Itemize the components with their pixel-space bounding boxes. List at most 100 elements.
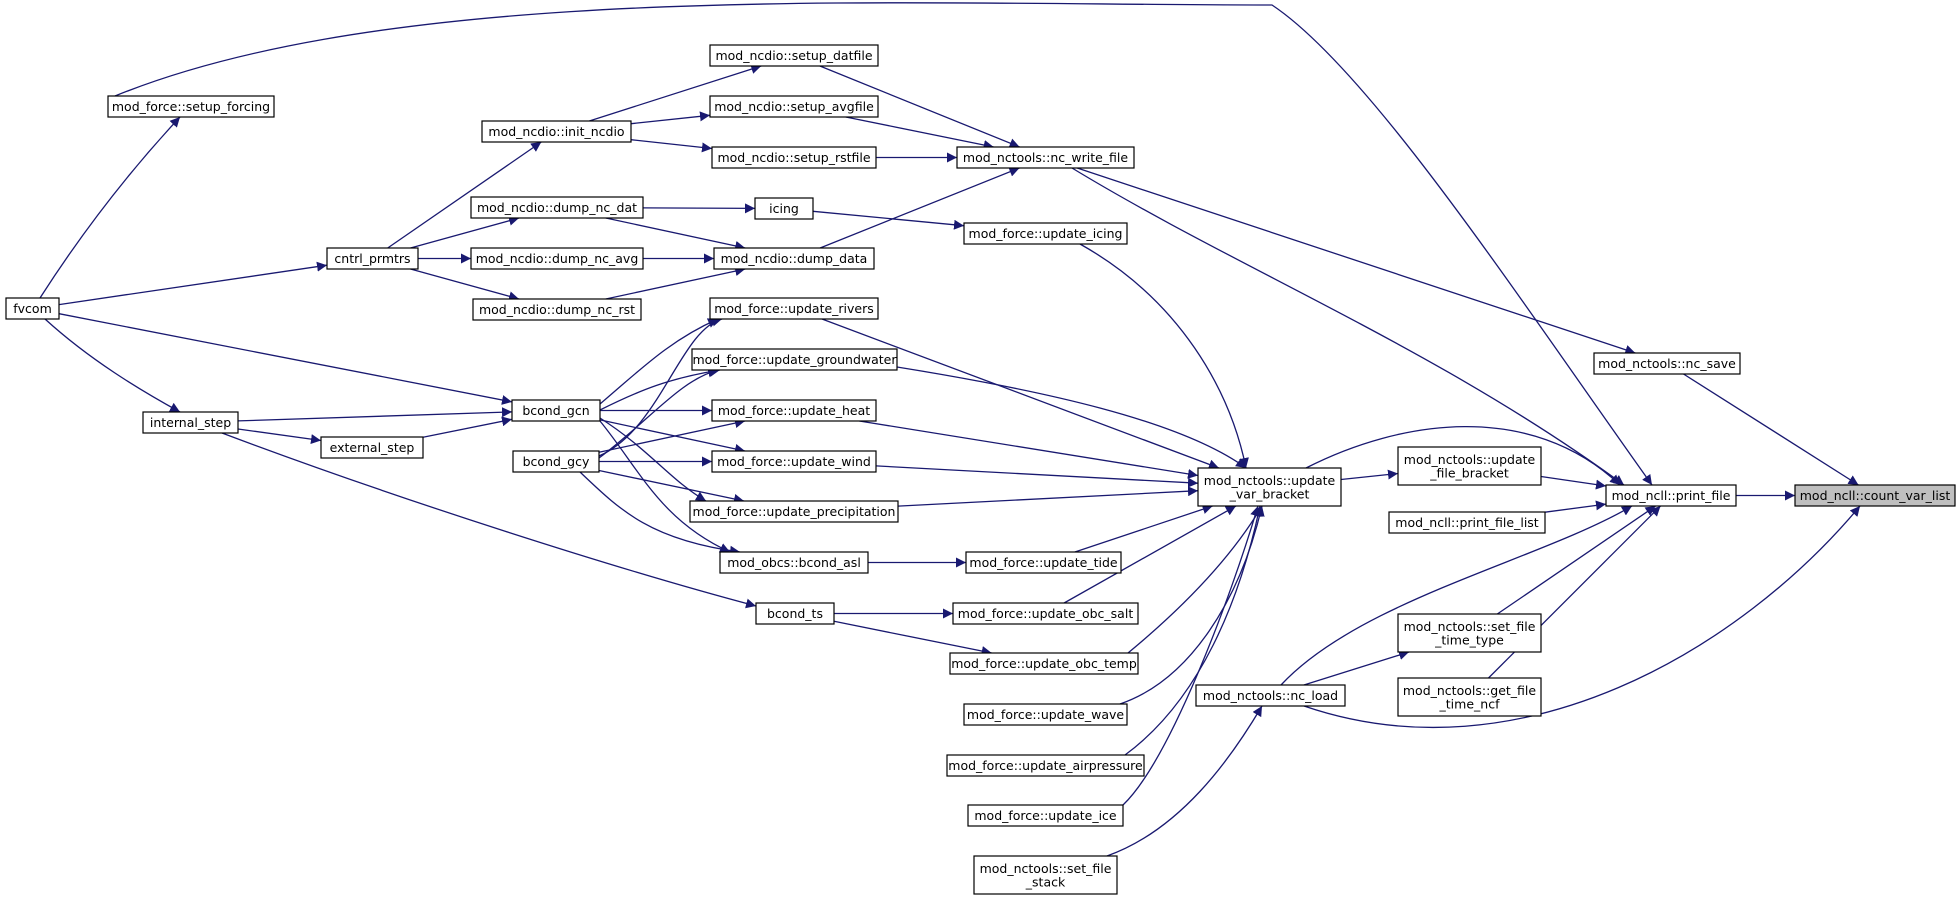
edge-nc_load-to-set_file_time_type — [1303, 650, 1410, 686]
node-nc-save[interactable]: mod_nctools::nc_save — [1593, 352, 1741, 375]
node-label: fvcom — [13, 301, 52, 316]
node-bcond-gcn[interactable]: bcond_gcn — [511, 399, 601, 422]
edge-update_wind-to-update_var_bracket — [875, 465, 1199, 488]
edge-bcond_gcn-to-update_rivers — [599, 318, 719, 405]
node-label: internal_step — [150, 415, 231, 430]
edge-update_var_bracket-to-update_file_bracket — [1340, 469, 1399, 481]
node-update-ice[interactable]: mod_force::update_ice — [967, 804, 1124, 827]
edge-bcond_gcy-to-update_precipitation — [598, 469, 745, 504]
node-label: mod_nctools::nc_load — [1203, 688, 1338, 703]
node-bcond-ts[interactable]: bcond_ts — [755, 602, 835, 625]
node-print-file[interactable]: mod_ncll::print_file — [1605, 484, 1737, 507]
node-update-airpressure[interactable]: mod_force::update_airpressure — [946, 754, 1145, 777]
edge-set_file_stack-to-nc_load — [1106, 705, 1263, 857]
node-cntrl-prmtrs[interactable]: cntrl_prmtrs — [326, 247, 419, 270]
node-bcond-gcy[interactable]: bcond_gcy — [512, 450, 600, 473]
node-update-var-bracket[interactable]: mod_nctools::update_var_bracket — [1197, 467, 1342, 507]
node-label: mod_obcs::bcond_asl — [727, 555, 861, 570]
edge-internal_step-to-bcond_ts — [221, 432, 757, 609]
node-dump-nc-avg[interactable]: mod_ncdio::dump_nc_avg — [470, 247, 644, 270]
edge-dump_data-to-nc_write_file — [819, 167, 1020, 249]
edge-set_file_time_type-to-print_file — [1496, 505, 1656, 615]
node-nc-load[interactable]: mod_nctools::nc_load — [1195, 684, 1346, 707]
edge-icing-to-update_icing — [812, 210, 965, 230]
node-setup-avgfile[interactable]: mod_ncdio::setup_avgfile — [709, 95, 879, 118]
node-update-heat[interactable]: mod_force::update_heat — [711, 399, 877, 422]
node-update-icing[interactable]: mod_force::update_icing — [963, 222, 1128, 245]
node-icing[interactable]: icing — [754, 197, 814, 220]
edge-update_tide-to-update_var_bracket — [1074, 504, 1213, 553]
node-set-file-time-type[interactable]: mod_nctools::set_file_time_type — [1397, 613, 1542, 653]
node-update-tide[interactable]: mod_force::update_tide — [965, 551, 1122, 574]
node-setup-rstfile[interactable]: mod_ncdio::setup_rstfile — [711, 146, 877, 169]
edge-internal_step-to-bcond_gcn — [237, 407, 513, 422]
edge-init_ncdio-to-setup_datfile — [589, 64, 762, 122]
edge-dump_nc_dat-to-icing — [642, 203, 756, 214]
node-update-precipitation[interactable]: mod_force::update_precipitation — [689, 500, 899, 523]
node-external-step[interactable]: external_step — [320, 436, 424, 459]
node-label: _time_ncf — [1439, 696, 1501, 711]
edge-nc_write_file-to-nc_save — [1076, 167, 1636, 355]
node-label: mod_ncll::print_file_list — [1395, 515, 1539, 530]
node-update-rivers[interactable]: mod_force::update_rivers — [709, 297, 879, 320]
node-init-ncdio[interactable]: mod_ncdio::init_ncdio — [481, 120, 632, 143]
node-update-obc-salt[interactable]: mod_force::update_obc_salt — [952, 602, 1139, 625]
node-label: mod_ncdio::dump_data — [721, 251, 868, 266]
edge-cntrl_prmtrs-to-dump_nc_dat — [410, 215, 520, 249]
edge-external_step-to-bcond_gcn — [422, 416, 513, 438]
node-label: bcond_gcy — [523, 454, 590, 469]
node-fvcom[interactable]: fvcom — [5, 297, 60, 320]
node-label: mod_force::update_icing — [969, 226, 1123, 241]
node-label: mod_force::update_obc_salt — [958, 606, 1134, 621]
node-count-var-list: mod_ncll::count_var_list — [1794, 484, 1956, 507]
edge-cntrl_prmtrs-to-dump_nc_rst — [410, 268, 520, 302]
edge-bcond_gcy-to-update_groundwater — [598, 367, 719, 459]
node-dump-nc-dat[interactable]: mod_ncdio::dump_nc_dat — [470, 196, 644, 219]
node-update-file-bracket[interactable]: mod_nctools::update_file_bracket — [1397, 446, 1542, 486]
edge-fvcom-to-setup_forcing — [39, 116, 181, 299]
edge-bcond_gcn-to-update_groundwater — [599, 366, 721, 411]
node-label: mod_nctools::update — [1204, 473, 1336, 488]
node-label: mod_ncdio::dump_nc_rst — [479, 302, 635, 317]
edge-init_ncdio-to-setup_rstfile — [630, 139, 713, 153]
edge-update_groundwater-to-update_var_bracket — [896, 366, 1247, 469]
node-dump-nc-rst[interactable]: mod_ncdio::dump_nc_rst — [472, 298, 642, 321]
node-setup-forcing[interactable]: mod_force::setup_forcing — [107, 95, 275, 118]
node-label: bcond_ts — [767, 606, 823, 621]
node-update-groundwater[interactable]: mod_force::update_groundwater — [691, 348, 898, 371]
edge-setup_datfile-to-nc_write_file — [819, 65, 1020, 148]
node-print-file-list[interactable]: mod_ncll::print_file_list — [1388, 511, 1546, 534]
edge-fvcom-to-cntrl_prmtrs — [58, 261, 328, 306]
node-label: _file_bracket — [1429, 465, 1509, 480]
edge-init_ncdio-to-setup_avgfile — [630, 111, 711, 125]
node-label: mod_force::update_precipitation — [693, 504, 896, 519]
node-label: mod_force::update_heat — [718, 403, 870, 418]
node-set-file-stack[interactable]: mod_nctools::set_file_stack — [973, 855, 1118, 895]
node-label: mod_nctools::set_file — [980, 861, 1112, 876]
node-label: mod_force::update_wave — [967, 707, 1124, 722]
node-update-obc-temp[interactable]: mod_force::update_obc_temp — [949, 652, 1139, 675]
node-label: mod_nctools::set_file — [1404, 619, 1536, 634]
edge-fvcom-to-internal_step — [44, 318, 181, 413]
edge-update_rivers-to-update_var_bracket — [821, 318, 1220, 470]
edge-bcond_gcy-to-update_rivers — [598, 316, 723, 457]
node-bcond-asl[interactable]: mod_obcs::bcond_asl — [719, 551, 869, 574]
node-update-wave[interactable]: mod_force::update_wave — [963, 703, 1128, 726]
node-nc-write-file[interactable]: mod_nctools::nc_write_file — [956, 146, 1135, 169]
node-get-file-time-ncf[interactable]: mod_nctools::get_file_time_ncf — [1397, 677, 1542, 717]
edge-internal_step-to-external_step — [237, 428, 322, 445]
node-label: mod_force::update_ice — [974, 808, 1117, 823]
node-label: mod_nctools::nc_write_file — [963, 150, 1128, 165]
node-label: mod_ncdio::setup_avgfile — [714, 99, 874, 114]
node-label: mod_nctools::get_file — [1403, 683, 1537, 698]
node-label: mod_nctools::update — [1404, 452, 1536, 467]
node-label: mod_ncll::count_var_list — [1800, 488, 1951, 503]
edge-update_var_bracket-to-print_file — [1305, 426, 1621, 486]
edge-update_icing-to-update_var_bracket — [1079, 243, 1249, 469]
node-dump-data[interactable]: mod_ncdio::dump_data — [713, 247, 875, 270]
edge-nc_load-to-print_file — [1280, 505, 1633, 686]
node-internal-step[interactable]: internal_step — [142, 411, 239, 434]
edge-nc_load-to-count_var_list — [1303, 505, 1861, 729]
node-update-wind[interactable]: mod_force::update_wind — [711, 450, 877, 473]
node-setup-datfile[interactable]: mod_ncdio::setup_datfile — [709, 44, 879, 67]
